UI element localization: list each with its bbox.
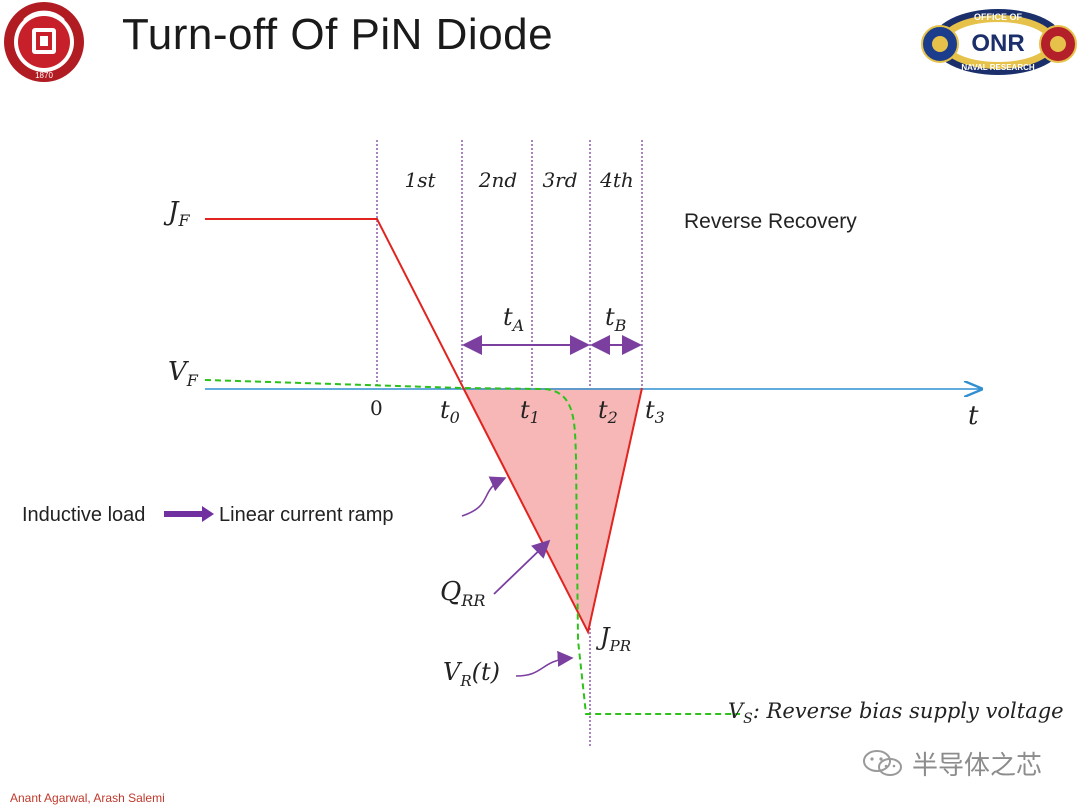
time-mark-t3: t3 (645, 396, 665, 427)
seal-year: 1870 (35, 71, 53, 80)
vs-label: VS: Reverse bias supply voltage (728, 699, 1064, 727)
phase-label-4th: 4th (599, 168, 634, 192)
phase-label-1st: 1st (404, 168, 436, 192)
ramp-pointer-arrow (461, 476, 507, 517)
onr-logo: OFFICE OF ONR NAVAL RESEARCH (921, 9, 1077, 75)
jf-label: JF (163, 197, 190, 230)
qrr-pointer-arrow (493, 539, 551, 595)
vf-label: VF (168, 357, 199, 390)
interval-tb-label: tB (605, 303, 627, 335)
jpr-label: JPR (595, 623, 631, 655)
onr-naval-research: NAVAL RESEARCH (961, 63, 1035, 72)
time-mark-t1: t1 (520, 396, 540, 427)
reverse-recovery-heading: Reverse Recovery (684, 210, 857, 233)
qrr-charge-area (462, 388, 642, 632)
linear-ramp-label: Linear current ramp (219, 504, 394, 526)
implies-arrowhead (202, 506, 214, 522)
qrr-label: QRR (440, 577, 485, 610)
voltage-waveform (204, 379, 740, 715)
onr-office-of: OFFICE OF (974, 12, 1022, 22)
wechat-icon (863, 750, 902, 776)
vr-pointer-arrow (515, 650, 574, 677)
ohio-state-seal-logo: 1870 (4, 2, 84, 82)
time-mark-0: 0 (370, 396, 383, 420)
time-mark-t2: t2 (598, 396, 618, 427)
author-credit: Anant Agarwal, Arash Salemi (10, 791, 165, 805)
time-mark-t0: t0 (440, 396, 460, 427)
vr-label: VR(t) (443, 658, 500, 690)
time-axis-label: t (968, 401, 979, 431)
phase-label-2nd: 2nd (478, 168, 517, 192)
phase-label-3rd: 3rd (542, 168, 577, 192)
page-title: Turn-off Of PiN Diode (122, 10, 554, 59)
watermark-text: 半导体之芯 (912, 751, 1043, 781)
inductive-load-label: Inductive load (22, 504, 145, 526)
onr-acronym: ONR (971, 30, 1024, 57)
current-waveform (205, 218, 643, 635)
interval-ta-label: tA (503, 303, 524, 335)
